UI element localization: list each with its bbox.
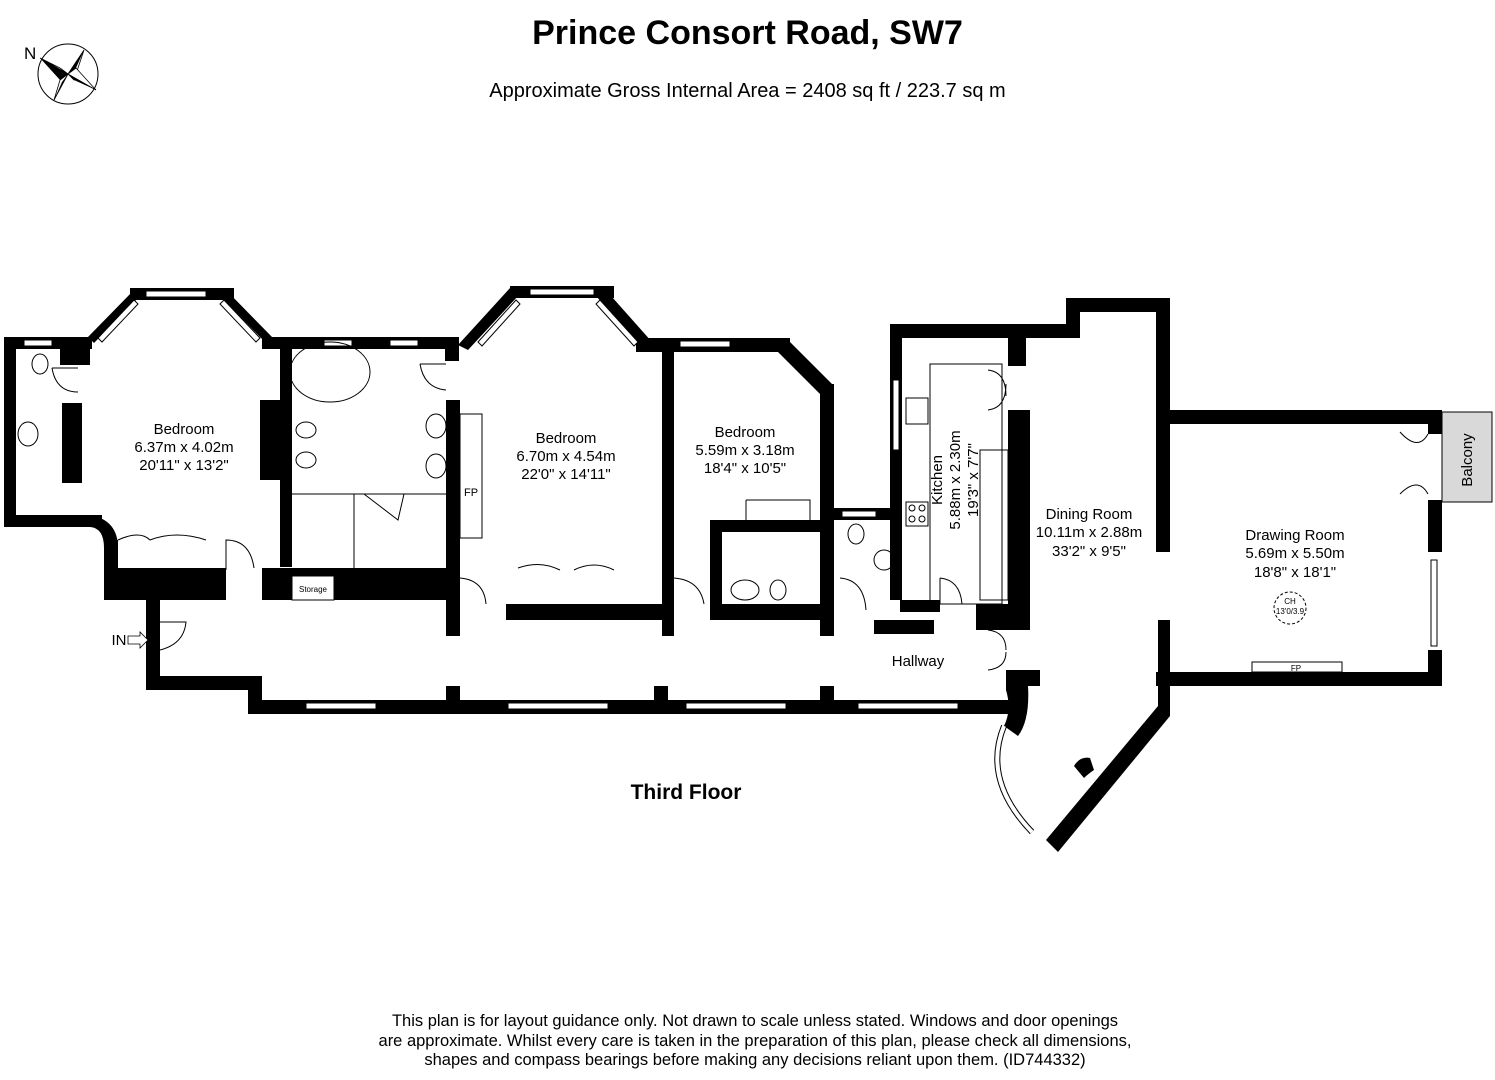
entrance-label: IN	[112, 632, 127, 649]
bedroom3-imperial: 18'4" x 10'5"	[704, 460, 786, 477]
bedroom2-imperial: 22'0" x 14'11"	[521, 466, 611, 483]
floor-label: Third Floor	[630, 781, 742, 804]
dining-imperial: 33'2" x 9'5"	[1052, 543, 1126, 560]
disclaimer: This plan is for layout guidance only. N…	[300, 1012, 1210, 1071]
bedroom1-imperial: 20'11" x 13'2"	[139, 457, 229, 474]
bedroom2-metric: 6.70m x 4.54m	[516, 448, 615, 465]
drawing-metric: 5.69m x 5.50m	[1245, 545, 1344, 562]
compass-north-label: N	[24, 44, 37, 63]
ceiling-height-value: 13'0/3.9	[1276, 607, 1305, 616]
drawing-fireplace-label: FP	[1291, 664, 1301, 673]
kitchen-sink-icon	[905, 397, 929, 425]
fixtures: FP FP CH 13'0/3.9 Storage	[17, 341, 1343, 673]
disclaimer-line-3: shapes and compass bearings before makin…	[424, 1051, 1086, 1069]
ceiling-height-marker	[1273, 591, 1307, 625]
hallway-name: Hallway	[892, 653, 945, 670]
drawing-imperial: 18'8" x 18'1"	[1254, 564, 1336, 581]
bedroom2-name: Bedroom	[536, 430, 597, 447]
ceiling-height-code: CH	[1284, 597, 1296, 606]
kitchen-metric: 5.88m x 2.30m	[947, 430, 964, 529]
toilet-icon-4	[847, 523, 865, 545]
compass-rose-icon	[37, 43, 99, 105]
toilet-icon-2	[295, 421, 317, 439]
bedroom-fireplace-label: FP	[464, 487, 478, 499]
basin-icon-2	[425, 453, 447, 479]
disclaimer-line-1: This plan is for layout guidance only. N…	[391, 1012, 1119, 1030]
storage-label: Storage	[299, 585, 328, 594]
basin-icon-1	[425, 413, 447, 439]
page-title: Prince Consort Road, SW7	[532, 14, 963, 52]
dining-metric: 10.11m x 2.88m	[1036, 524, 1142, 541]
dining-name: Dining Room	[1046, 506, 1133, 523]
entrance-arrow-icon	[127, 631, 149, 649]
windows	[23, 288, 1438, 835]
kitchen-imperial: 19'3" x 7'7"	[965, 443, 982, 517]
balcony-label: Balcony	[1459, 433, 1476, 487]
gross-area-subtitle: Approximate Gross Internal Area = 2408 s…	[489, 80, 1006, 102]
disclaimer-line-2: are approximate. Whilst every care is ta…	[378, 1031, 1132, 1050]
bedroom1-metric: 6.37m x 4.02m	[134, 439, 233, 456]
balcony	[1441, 411, 1493, 503]
kitchen-name: Kitchen	[929, 455, 946, 505]
bedroom3-name: Bedroom	[715, 424, 776, 441]
room-labels: Bedroom 6.37m x 4.02m 20'11" x 13'2" Bed…	[134, 421, 1344, 670]
bedroom3-metric: 5.59m x 3.18m	[695, 442, 794, 459]
doors	[117, 369, 1429, 671]
bidet-icon	[295, 451, 317, 469]
sink-icon-3	[730, 579, 760, 601]
sink-icon-4	[873, 549, 895, 571]
sink-icon	[17, 421, 39, 447]
toilet-icon	[31, 353, 49, 375]
bedroom1-name: Bedroom	[154, 421, 215, 438]
walls	[4, 286, 1442, 852]
bath-icon	[289, 341, 371, 403]
toilet-icon-3	[769, 579, 787, 601]
drawing-name: Drawing Room	[1245, 527, 1344, 544]
hob-icon	[905, 501, 929, 527]
